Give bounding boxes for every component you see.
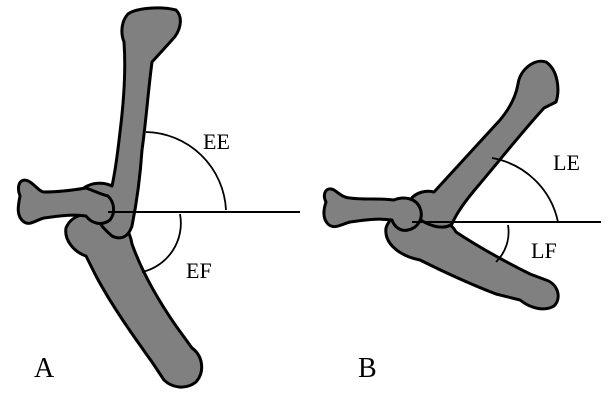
panel-a-lower-angle-arc	[142, 214, 181, 272]
panel-a-lower-angle-label: EF	[186, 258, 212, 283]
panel-a-letter: A	[34, 353, 55, 384]
panel-b-upper-bone	[409, 61, 558, 227]
panel-b-upper-angle-label: LE	[553, 150, 580, 175]
panel-a: EE EF A	[18, 8, 300, 387]
panel-b-small-bone	[324, 189, 421, 230]
panel-b-letter: B	[358, 353, 377, 384]
panel-b-upper-angle-arc	[492, 158, 558, 222]
panel-b-lower-angle-label: LF	[531, 238, 557, 263]
panel-b: LE LF B	[324, 61, 601, 384]
panel-a-upper-angle-label: EE	[203, 129, 230, 154]
panel-a-lower-bone	[66, 213, 202, 387]
